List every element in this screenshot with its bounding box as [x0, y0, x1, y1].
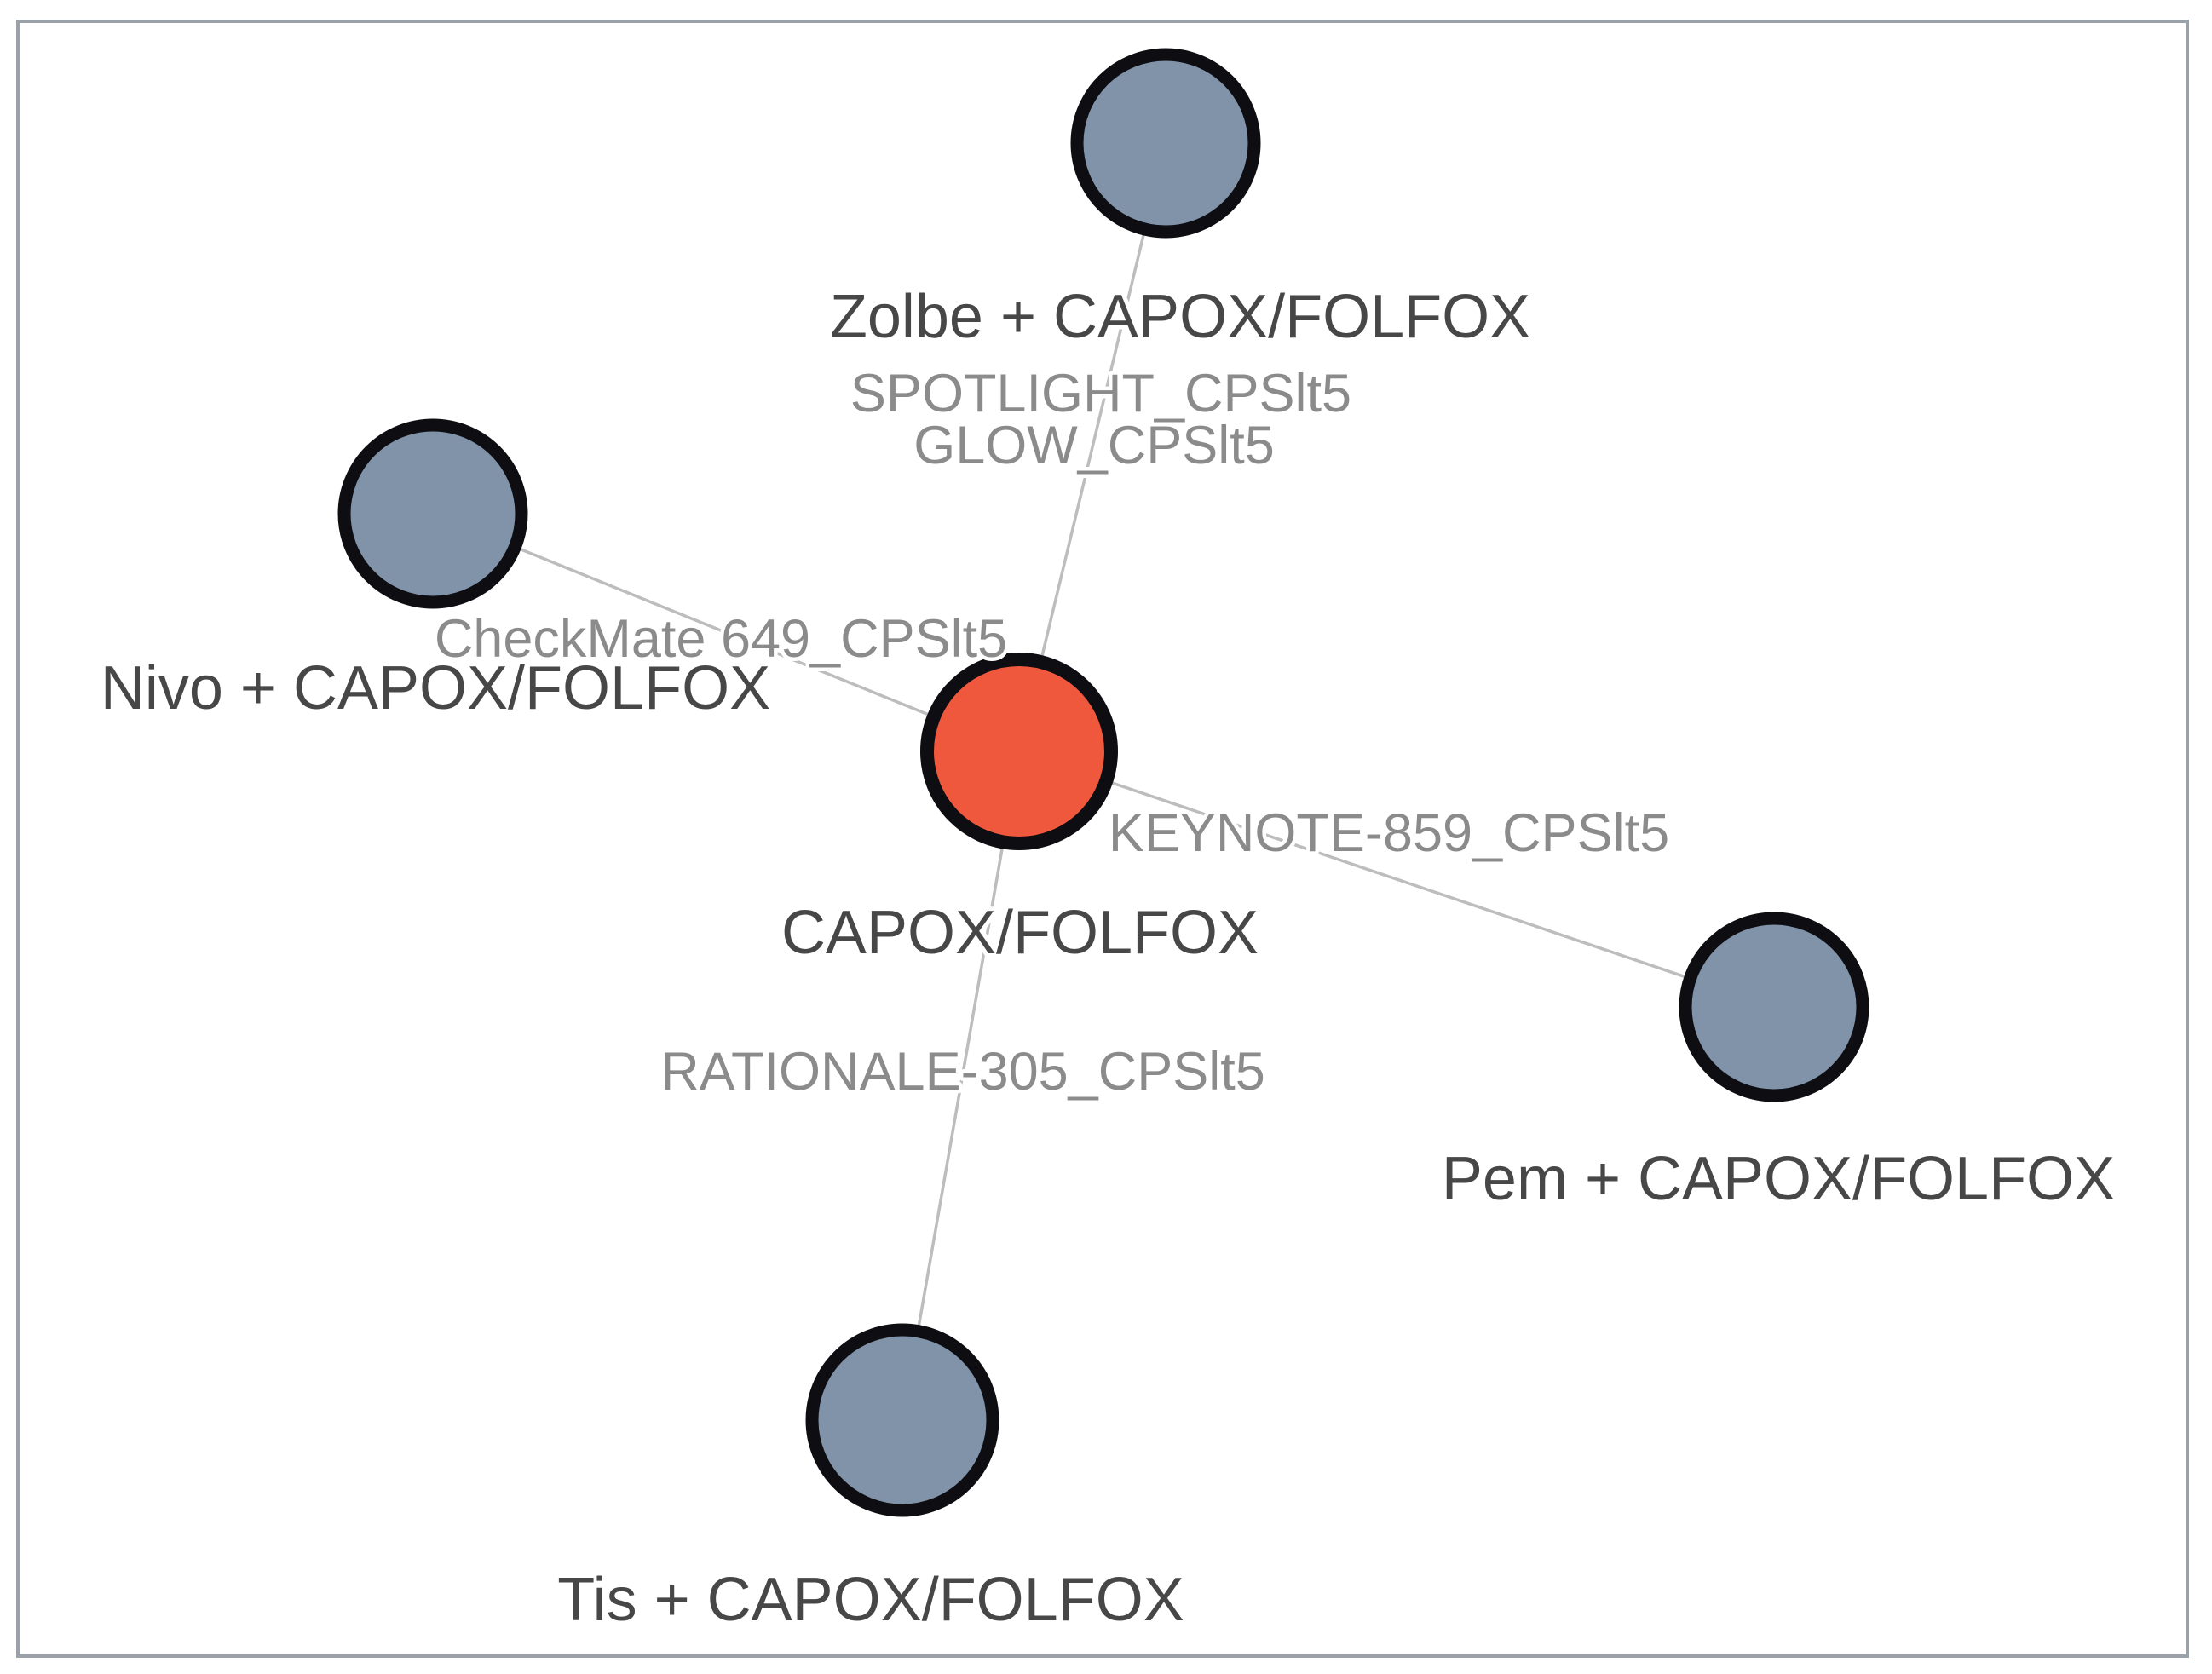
edge-capox-zolbe: [1017, 142, 1167, 752]
node-capox-folfox: [920, 653, 1118, 850]
edge-label-spotlight-trial: SPOTLIGHT_CPSlt5: [850, 364, 1351, 423]
edge-capox-nivo: [432, 512, 1020, 753]
node-label-pem: Pem + CAPOX/FOLFOX: [1442, 1145, 2115, 1213]
node-zolbe-capox-folfox: [1070, 48, 1261, 239]
node-label-nivo: Nivo + CAPOX/FOLFOX: [101, 654, 770, 722]
node-label-tis: Tis + CAPOX/FOLFOX: [557, 1566, 1184, 1634]
edge-capox-tis: [901, 751, 1021, 1421]
node-tis-capox-folfox: [805, 1323, 999, 1517]
node-label-capox-folfox: CAPOX/FOLFOX: [781, 899, 1259, 967]
nodes: [337, 48, 1869, 1517]
node-nivo-capox-folfox: [337, 418, 528, 609]
edge-label-keynote-859-trial: KEYNOTE-859_CPSlt5: [1109, 803, 1669, 863]
edge-labels: SPOTLIGHT_CPSlt5 GLOW_CPSlt5 CheckMate 6…: [430, 360, 1673, 1106]
edge-capox-pem: [1018, 750, 1775, 1009]
figure-border: [16, 20, 2189, 1658]
edge-lines: [432, 142, 1775, 1421]
edge-label-glow-trial: GLOW_CPSlt5: [913, 416, 1275, 475]
edge-label-checkmate-649-trial: CheckMate 649_CPSlt5: [435, 609, 1007, 669]
node-labels: Zolbe + CAPOX/FOLFOX Nivo + CAPOX/FOLFOX…: [96, 279, 2119, 1638]
node-label-zolbe: Zolbe + CAPOX/FOLFOX: [830, 283, 1530, 351]
node-pem-capox-folfox: [1679, 912, 1869, 1102]
edge-label-rationale-305-trial: RATIONALE-305_CPSlt5: [660, 1042, 1265, 1102]
